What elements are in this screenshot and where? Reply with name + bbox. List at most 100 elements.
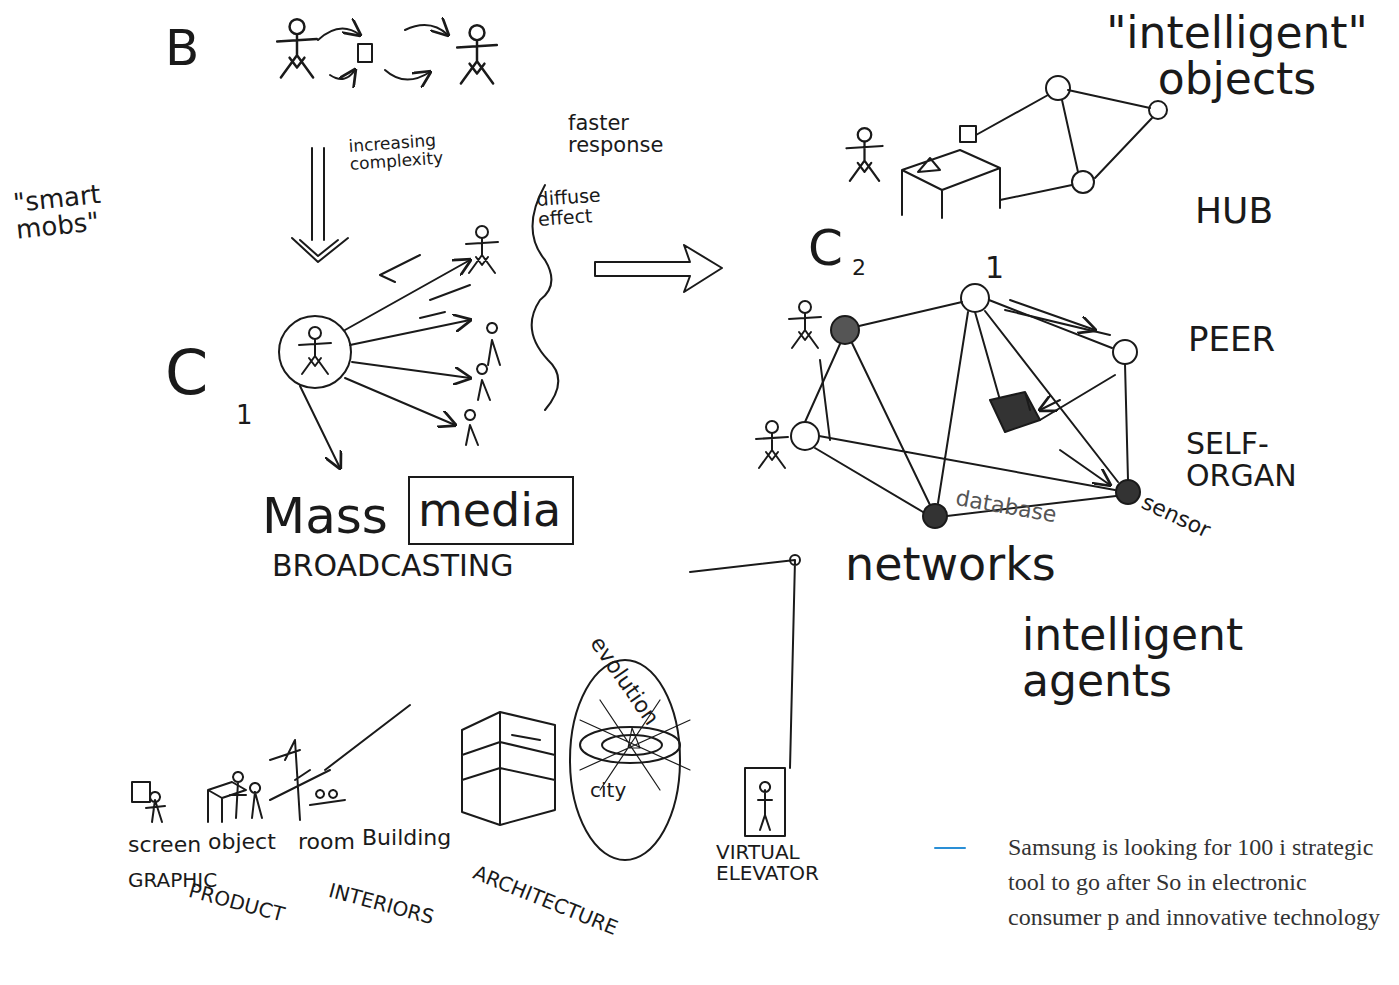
scale-figures [602,735,662,755]
heading-label: networks [845,540,1056,588]
discipline-label: INTERIORS [327,880,437,928]
transition-arrow [595,245,722,292]
peer-network [756,421,788,468]
peer-network [819,310,1118,505]
mob-figures [457,25,497,83]
scale-label: VIRTUAL ELEVATOR [716,842,836,884]
part-label: sensor [1138,490,1214,542]
scale-label: evolution [586,632,664,729]
mode-label: PEER [1188,322,1275,358]
note-label: "smart mobs" [12,176,147,244]
scale-figures [230,772,246,818]
mode-label: HUB [1195,192,1273,230]
scale-figures [310,790,345,805]
objects-network [1149,101,1167,119]
scale-figures [758,782,772,830]
peer-network [961,284,989,312]
note-label: faster response [568,112,688,156]
broadcast-figures [380,255,470,318]
peer-network [1040,400,1060,410]
down-arrow [292,148,348,262]
objects-network [960,126,976,142]
broadcast-figures [487,323,500,365]
objects-network [902,150,1000,218]
peer-network [923,504,947,528]
broadcast-link [690,555,800,768]
note-text: Samsung is looking for 100 i strategic t… [1008,830,1393,934]
note-dash [935,847,965,849]
down-arrow [292,148,348,262]
broadcast-link [690,555,800,768]
note-label: diffuse effect [536,183,639,230]
peer-network [756,284,1140,528]
discipline-label: PRODUCT [187,880,287,926]
peer-network [1116,480,1140,504]
scale-figures [745,768,785,836]
scale-figures [132,782,150,802]
callout-number: 1 [985,252,1004,284]
broadcast-figures [352,362,470,378]
scale-figures [208,782,246,822]
note-dash [935,847,965,849]
heading-label: Mass [262,490,388,543]
peer-network [791,422,819,450]
broadcast-figures [300,386,340,468]
mob-figures [330,70,355,79]
scale-figures [132,660,785,860]
group-letter: B [165,22,199,75]
objects-network [847,76,1168,218]
scale-label: screen [128,833,201,856]
group-letter: C [808,222,843,275]
transition-arrow [595,245,722,292]
group-number: 2 [852,256,866,279]
node-text: media [418,486,564,534]
peer-network [1010,300,1095,330]
heading-label: "intelligent" objects [1078,10,1396,102]
peer-network [789,301,821,348]
mob-figures [405,25,448,35]
discipline-label: ARCHITECTURE [470,862,620,939]
scale-figures [146,792,165,822]
heading-label: intelligent agents [1022,612,1252,704]
peer-network [820,360,830,440]
mob-figures [277,19,317,77]
objects-network [976,90,1152,200]
part-label: database [954,486,1058,526]
mob-figures [385,70,430,80]
scale-label: Building [362,826,451,849]
peer-network [1113,340,1137,364]
mob-figures [277,19,497,83]
broadcast-figures [477,364,490,400]
broadcast-figures [345,260,470,330]
broadcast-figures [466,226,498,273]
objects-network [1072,171,1094,193]
heading-label: BROADCASTING [272,550,514,582]
mob-figures [358,44,372,62]
scale-figures [325,705,410,770]
note-label: increasing complexity [348,128,500,174]
scale-label: object [208,830,276,853]
mode-label: SELF-ORGAN [1186,428,1311,491]
peer-network [990,392,1040,432]
broadcast-figures [279,316,351,388]
scale-label: city [590,780,626,801]
scale-figures [270,740,330,820]
objects-network [1046,76,1070,100]
broadcast-figures [350,320,470,345]
objects-network [847,128,883,181]
broadcast-figures [279,185,558,468]
scale-figures [462,712,555,825]
broadcast-figures [465,410,478,445]
peer-network [831,316,859,344]
peer-network [1060,450,1110,485]
broadcast-figures [299,327,331,374]
media-box: media [408,476,574,545]
group-letter: C [165,340,208,405]
mob-figures [318,29,360,40]
peer-network [805,300,1128,516]
scale-label: room [298,830,355,853]
scale-figures [250,783,262,818]
broadcast-figures [345,378,455,425]
group-number: 1 [236,402,253,429]
